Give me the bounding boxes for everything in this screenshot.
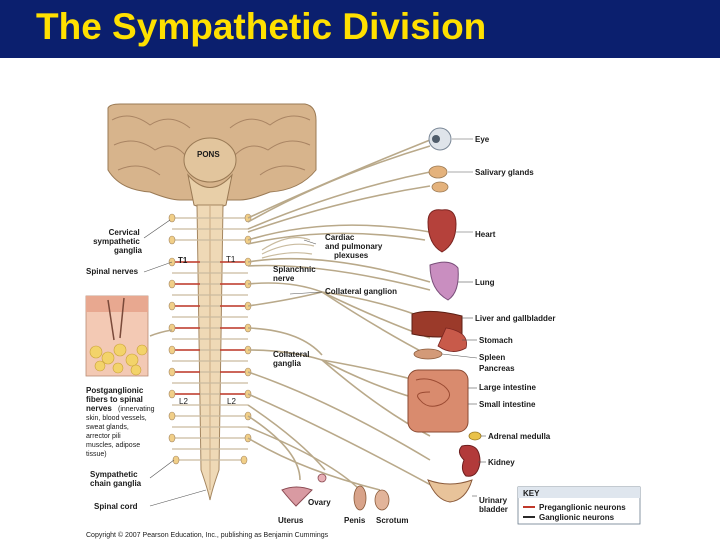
t1-right-label: T1 [226,255,236,264]
eye-label: Eye [475,135,490,144]
splanchnic-nerve-label: Splanchnic nerve [273,265,318,283]
cervical-ganglia-label: Cervical sympathetic ganglia [93,228,142,255]
postganglionic-label: Postganglionic fibers to spinal nerves [86,386,146,413]
left-labels: Cervical sympathetic ganglia Spinal nerv… [86,228,155,511]
spleen-label: Spleen [479,353,505,362]
ganglionic-fibers [247,139,441,491]
stomach-label: Stomach [479,336,513,345]
key-title: KEY [523,489,540,498]
spinal-cord-label: Spinal cord [94,502,138,511]
heart-label: Heart [475,230,496,239]
key-preganglionic-label: Preganglionic neurons [539,503,626,512]
leader-lines [143,138,486,507]
sympathetic-division-diagram: PONS [85,103,641,539]
middle-labels: Cardiac and pulmonary plexuses Splanchni… [273,233,408,525]
organs-illustration [281,127,482,511]
l2-left-label: L2 [179,397,188,406]
liver-label: Liver and gallbladder [475,314,555,323]
skin-inset-illustration [85,295,173,377]
slide-title: The Sympathetic Division [36,6,487,47]
chain-ganglia-label: Sympathetic chain ganglia [90,470,142,488]
adrenal-medulla-label: Adrenal medulla [488,432,551,441]
t1-left-label: T1 [178,256,188,265]
postganglionic-detail-first: (innervating [118,406,155,413]
salivary-glands-label: Salivary glands [475,168,534,177]
l2-right-label: L2 [227,397,236,406]
organ-labels: Eye Salivary glands Heart Lung Liver and… [475,135,555,514]
pancreas-label: Pancreas [479,364,515,373]
cardiac-plexuses-label: Cardiac and pulmonary plexuses [325,233,385,260]
title-bar: The Sympathetic Division [0,0,720,58]
key-legend: KEY Preganglionic neurons Ganglionic neu… [517,486,641,525]
small-intestine-label: Small intestine [479,400,536,409]
collateral-ganglion-label: Collateral ganglion [325,287,397,296]
pons-label: PONS [197,150,220,159]
copyright-text: Copyright © 2007 Pearson Education, Inc.… [86,531,329,539]
brain-illustration: PONS [107,103,317,209]
uterus-label: Uterus [278,516,304,525]
key-ganglionic-label: Ganglionic neurons [539,513,615,522]
scrotum-label: Scrotum [376,516,408,525]
urinary-bladder-label: Urinary bladder [479,496,509,514]
postganglionic-detail: skin, blood vessels, sweat glands, arrec… [86,415,149,458]
penis-label: Penis [344,516,366,525]
lung-label: Lung [475,278,495,287]
spinal-cord-illustration: T1 T1 L2 L2 [168,204,252,501]
large-intestine-label: Large intestine [479,383,536,392]
kidney-label: Kidney [488,458,515,467]
spinal-nerves-label: Spinal nerves [86,267,139,276]
ovary-label: Ovary [308,498,331,507]
collateral-ganglia-label: Collateral ganglia [273,350,312,368]
